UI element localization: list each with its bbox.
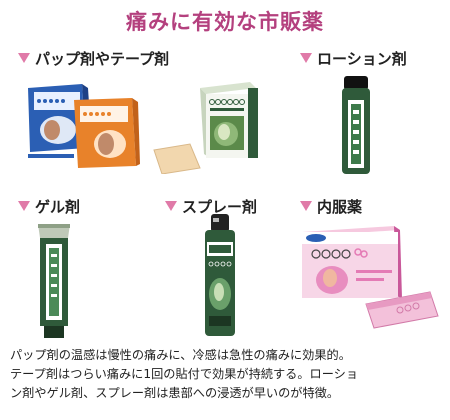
page-title: 痛みに有効な市販薬 [126,10,324,34]
section-label-oral: 内服薬 [317,198,363,216]
caption-text: パップ剤の温感は慢性の痛みに、冷感は急性の痛みに効果的。 テープ剤はつらい痛みに… [10,346,442,403]
triangle-marker-icon [300,201,312,211]
caption-line: ン剤やゲル剤、スプレー剤は患部への浸透が早いのが特徴。 [10,386,340,400]
triangle-marker-icon [18,201,30,211]
caption-line: テープ剤はつらい痛みに1回の貼付で効果が持続する。ローショ [10,367,359,381]
spray-can-illustration [205,214,235,336]
patch-boxes-illustration [28,84,140,168]
section-label-spray: スプレー剤 [182,198,258,216]
tape-box-illustration [153,82,258,174]
section-label-gel: ゲル剤 [35,198,81,216]
section-heading-gel: ゲル剤 [18,196,80,217]
oral-medicine-illustration [302,226,439,329]
caption-line: パップ剤の温感は慢性の痛みに、冷感は急性の痛みに効果的。 [10,348,351,362]
gel-tube-illustration [38,224,70,338]
triangle-marker-icon [300,53,312,63]
triangle-marker-icon [165,201,177,211]
section-heading-spray: スプレー剤 [165,196,257,217]
section-label-patch: パップ剤やテープ剤 [35,50,170,68]
section-heading-lotion: ローション剤 [300,48,407,69]
section-heading-oral: 内服薬 [300,196,362,217]
lotion-bottle-illustration [342,76,370,174]
section-heading-patch: パップ剤やテープ剤 [18,48,169,69]
triangle-marker-icon [18,53,30,63]
section-label-lotion: ローション剤 [317,50,407,68]
